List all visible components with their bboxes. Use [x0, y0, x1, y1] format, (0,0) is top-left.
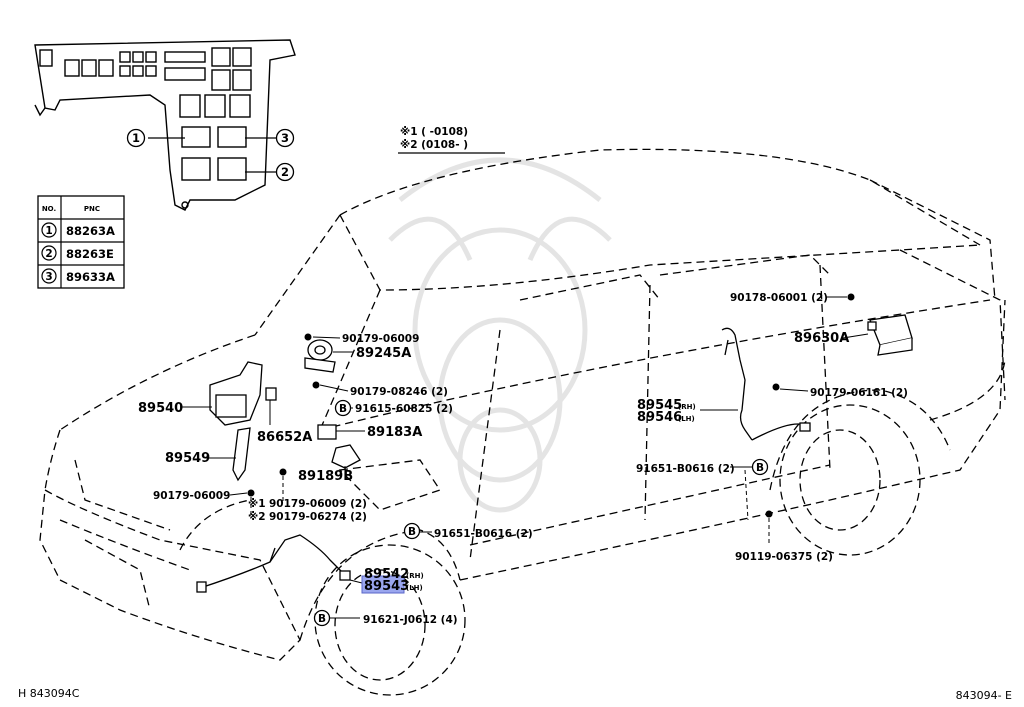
legend-pnc-2: 88263E: [66, 247, 114, 261]
label-rh-rear: (RH): [678, 403, 696, 411]
label-90178-06001: 90178-06001 (2): [730, 292, 828, 304]
label-90179-06009-left: 90179-06009: [153, 490, 230, 502]
production-notes: ※1 ( -0108) ※2 (0108- ): [398, 126, 505, 154]
bolt-symbols: B B B B: [313, 399, 769, 627]
bolt-b-91615: B: [339, 403, 347, 415]
label-90179-06009-2: 90179-06009 (2): [269, 498, 367, 510]
note-2: ※2 (0108- ): [400, 139, 468, 151]
label-mark-1: ※1: [248, 498, 266, 510]
label-90179-06161: 90179-06161 (2): [810, 387, 908, 399]
legend-pnc-3: 89633A: [66, 270, 115, 284]
bolt-b-91651-rear: B: [756, 462, 764, 474]
callout-2: 2: [281, 165, 289, 179]
leader-lines: [180, 296, 869, 619]
label-90119-06375: 90119-06375 (2): [735, 551, 833, 563]
legend-header-pnc: PNC: [84, 205, 100, 213]
footer-left-code: H 843094C: [18, 687, 80, 700]
label-89245A: 89245A: [356, 346, 411, 361]
label-89630A: 89630A: [794, 331, 849, 346]
relay-box-callouts: 1 3 2: [126, 128, 295, 182]
highlight-89543: [361, 575, 405, 594]
bolt-b-91651-front: B: [408, 526, 416, 538]
label-89545: 89545: [637, 398, 682, 413]
legend-no-2: 2: [45, 248, 52, 260]
car-outline: [39, 148, 1006, 696]
part-drawings: [196, 314, 913, 593]
label-89546: 89546: [637, 410, 682, 425]
fastener-dots: [247, 293, 855, 518]
label-89542: 89542: [364, 567, 409, 582]
legend-no-1: 1: [45, 225, 52, 237]
callout-1: 1: [132, 131, 140, 145]
label-mark-2: ※2: [248, 511, 266, 523]
part-labels: 90179-06009 89245A 90179-08246 (2) 91615…: [138, 292, 908, 626]
label-lh-rear: (LH): [678, 415, 695, 423]
watermark-emblem: [388, 157, 612, 513]
label-89543: 89543: [364, 579, 409, 594]
label-90179-06009-top: 90179-06009: [342, 333, 419, 345]
label-90179-06274: 90179-06274 (2): [269, 511, 367, 523]
label-89189B: 89189B: [298, 469, 353, 484]
relay-box: [34, 39, 296, 211]
footer-right-code: 843094- E: [955, 689, 1012, 702]
legend-header-no: NO.: [42, 205, 56, 213]
label-lh-front: (LH): [406, 584, 423, 592]
label-90179-08246: 90179-08246 (2): [350, 386, 448, 398]
legend-pnc-1: 88263A: [66, 224, 115, 238]
label-91621-J0612: 91621-J0612 (4): [363, 614, 458, 626]
label-86652A: 86652A: [257, 430, 312, 445]
callout-3: 3: [281, 131, 289, 145]
legend-table: NO. PNC 1 88263A 2 88263E 3 89633A: [37, 195, 125, 289]
label-89540: 89540: [138, 401, 183, 416]
label-rh-front: (RH): [406, 572, 424, 580]
label-89549: 89549: [165, 451, 210, 466]
label-89183A: 89183A: [367, 425, 422, 440]
bolt-b-91621: B: [318, 613, 326, 625]
label-91651-B0616-rear: 91651-B0616 (2): [636, 463, 735, 475]
label-91615-60825: 91615-60825 (2): [355, 403, 453, 415]
legend-no-3: 3: [45, 271, 52, 283]
note-1: ※1 ( -0108): [400, 126, 468, 138]
label-91651-B0616-front: 91651-B0616 (2): [434, 528, 533, 540]
